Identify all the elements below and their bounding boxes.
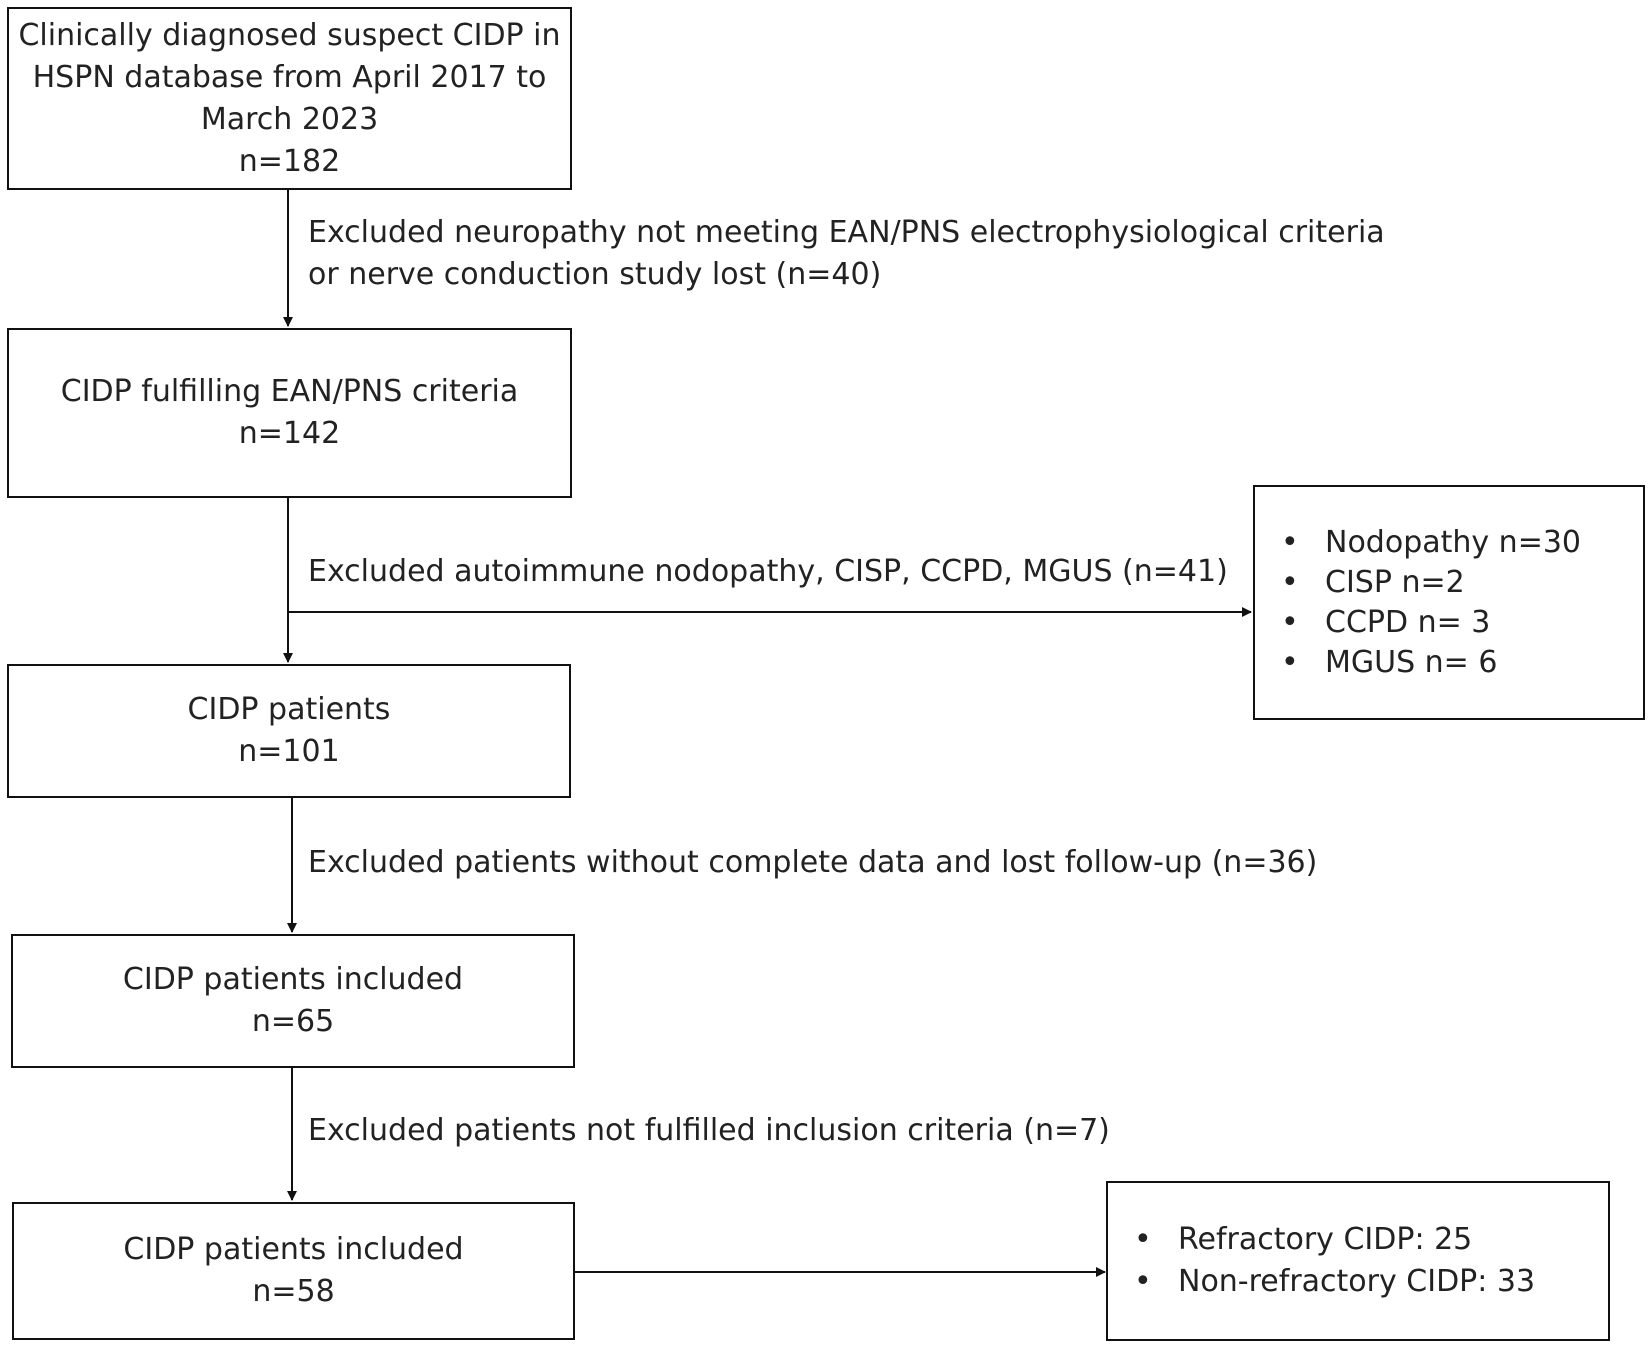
box-cidp-patients-included-65: CIDP patients included n=65 [11,934,575,1068]
list-item: • Nodopathy n=30 [1281,523,1581,563]
bullet-icon: • [1281,564,1299,600]
box-cidp-patients-included-58: CIDP patients included n=58 [12,1202,575,1340]
list-item-text: Non-refractory CIDP: 33 [1178,1264,1536,1299]
box-cidp-patients: CIDP patients n=101 [7,664,571,798]
outcome-breakdown-box: • Refractory CIDP: 25 • Non-refractory CID… [1106,1181,1610,1341]
list-item: • CISP n=2 [1281,563,1581,603]
bullet-icon: • [1134,1222,1152,1257]
box-count: n=58 [252,1274,335,1309]
exclusion-breakdown-box: • Nodopathy n=30 • CISP n=2 • CCPD n= 3 • MG… [1253,485,1645,720]
list-item: • CCPD n= 3 [1281,603,1581,643]
list-item-text: Refractory CIDP: 25 [1178,1222,1473,1257]
list-item-text: CCPD n= 3 [1325,604,1491,640]
exclusion-note-1: Excluded neuropathy not meeting EAN/PNS … [308,212,1385,296]
bullet-icon: • [1134,1264,1152,1299]
list-item: • Non-refractory CIDP: 33 [1134,1261,1535,1303]
box-cidp-fulfilling-criteria: CIDP fulfilling EAN/PNS criteria n=142 [7,328,572,498]
note-line: Excluded patients without complete data … [308,845,1318,880]
box-line: CIDP patients included [122,962,464,997]
box-count: n=101 [238,734,340,769]
note-line: Excluded patients not fulfilled inclusio… [308,1113,1110,1148]
exclusion-note-4: Excluded patients not fulfilled inclusio… [308,1110,1110,1152]
exclusion-note-2: Excluded autoimmune nodopathy, CISP, CCP… [308,551,1228,593]
note-line: or nerve conduction study lost (n=40) [308,257,882,292]
bullet-icon: • [1281,644,1299,680]
note-line: Excluded neuropathy not meeting EAN/PNS … [308,215,1385,250]
box-line: March 2023 [200,101,379,137]
list-item-text: Nodopathy n=30 [1325,524,1582,560]
exclusion-breakdown-list: • Nodopathy n=30 • CISP n=2 • CCPD n= 3 • MG… [1281,523,1581,683]
exclusion-note-3: Excluded patients without complete data … [308,842,1317,884]
box-count: n=65 [251,1004,335,1039]
box-line: CIDP fulfilling EAN/PNS criteria [60,374,519,409]
box-line: CIDP patients [187,692,391,727]
box-line: HSPN database from April 2017 to [32,59,547,95]
list-item: • MGUS n= 6 [1281,643,1581,683]
list-item-text: MGUS n= 6 [1325,644,1498,680]
bullet-icon: • [1281,604,1299,640]
list-item: • Refractory CIDP: 25 [1134,1219,1535,1261]
box-count: n=182 [238,143,341,179]
list-item-text: CISP n=2 [1325,564,1465,600]
note-line: Excluded autoimmune nodopathy, CISP, CCP… [308,554,1228,589]
outcome-breakdown-list: • Refractory CIDP: 25 • Non-refractory CID… [1134,1219,1535,1303]
box-suspect-cidp: Clinically diagnosed suspect CIDP in HSP… [7,7,572,190]
box-count: n=142 [238,416,341,451]
bullet-icon: • [1281,524,1299,560]
box-line: Clinically diagnosed suspect CIDP in [18,17,561,53]
box-line: CIDP patients included [123,1232,464,1267]
